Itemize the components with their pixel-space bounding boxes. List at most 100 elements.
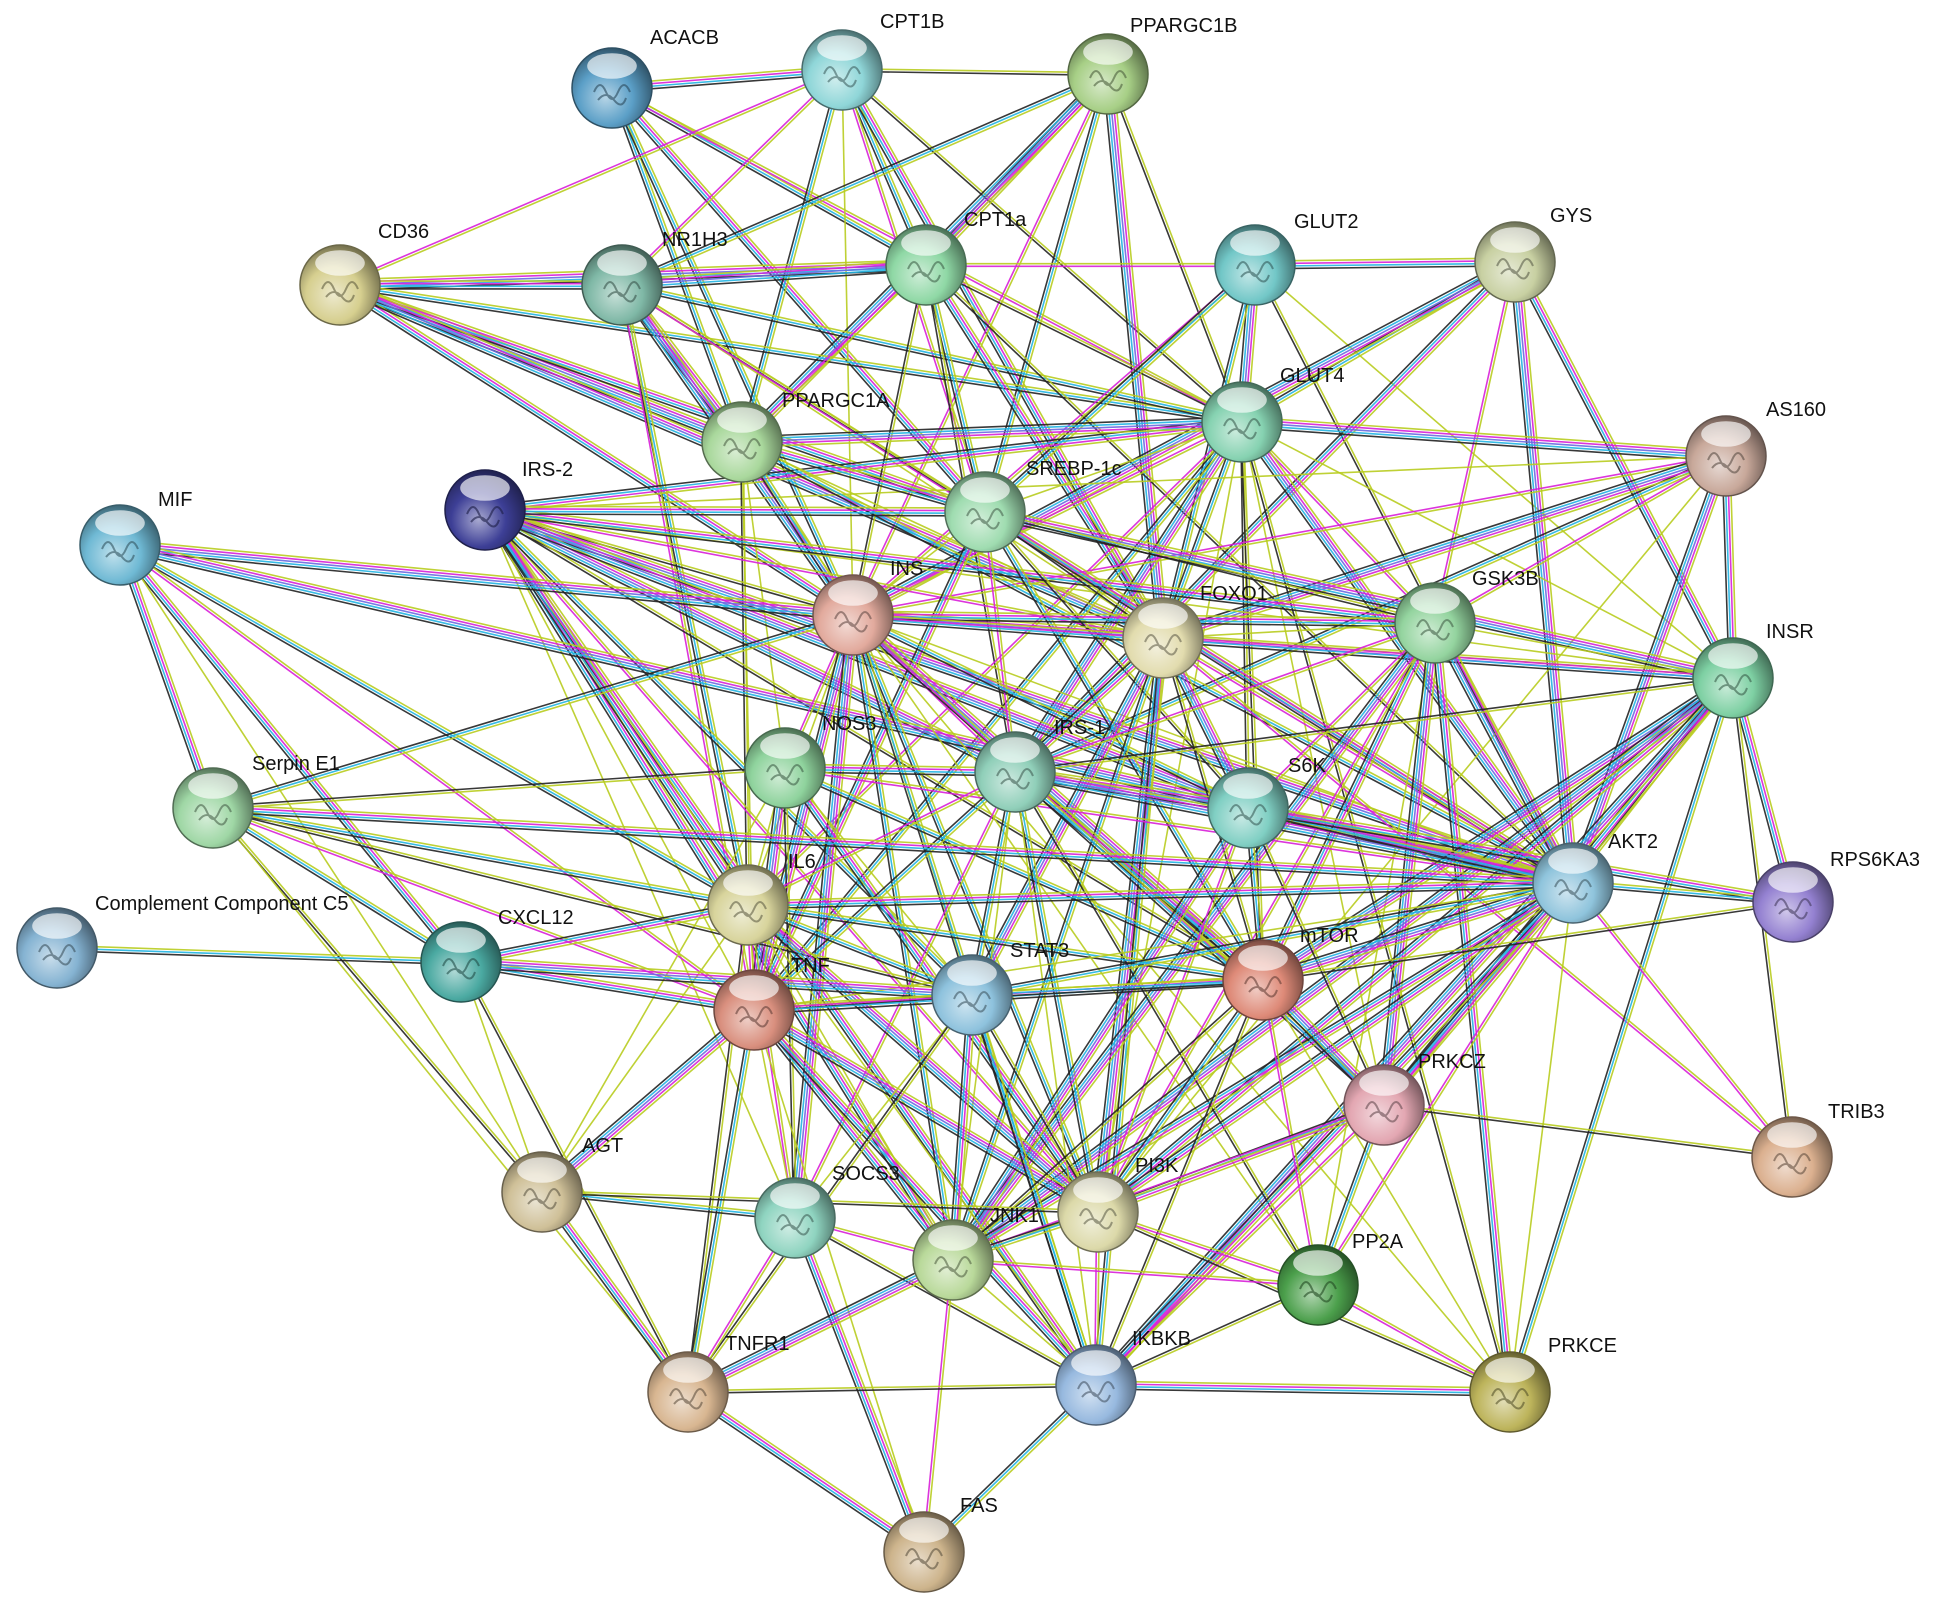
edge-akt2-pp2a bbox=[1316, 881, 1573, 1285]
edge-cd36-ppargc1a bbox=[341, 279, 745, 438]
protein-structure-icon bbox=[823, 66, 861, 88]
node-cxcl12[interactable]: CXCL12 bbox=[420, 907, 574, 1003]
node-label-acacb: ACACB bbox=[650, 27, 719, 49]
node-ikbkb[interactable]: IKBKB bbox=[1055, 1328, 1191, 1426]
edge-cpt1a-ppargc1a bbox=[740, 263, 926, 442]
node-il6[interactable]: IL6 bbox=[707, 851, 816, 946]
node-prkce[interactable]: PRKCE bbox=[1469, 1335, 1617, 1433]
node-akt2[interactable]: AKT2 bbox=[1532, 831, 1658, 924]
node-glut2[interactable]: GLUT2 bbox=[1214, 211, 1358, 306]
edge-agt-tnfr1 bbox=[544, 1189, 692, 1391]
node-gys[interactable]: GYS bbox=[1474, 205, 1592, 303]
protein-structure-icon bbox=[1299, 1281, 1337, 1303]
node-ins[interactable]: INS bbox=[812, 558, 923, 656]
node-pi3k[interactable]: PI3K bbox=[1057, 1155, 1179, 1253]
node-serpin-e1[interactable]: Serpin E1 bbox=[172, 753, 340, 849]
node-highlight bbox=[990, 737, 1040, 763]
node-rps6ka3[interactable]: RPS6KA3 bbox=[1752, 849, 1920, 943]
node-cd36[interactable]: CD36 bbox=[299, 221, 429, 326]
edge-acacb-ins bbox=[613, 86, 857, 615]
node-mtor[interactable]: mTOR bbox=[1222, 925, 1359, 1021]
edge-as160-irs-2 bbox=[484, 455, 1727, 511]
edge-tnf-tnfr1 bbox=[684, 1009, 753, 1392]
node-irs-1[interactable]: IRS-1 bbox=[974, 717, 1105, 813]
edge-irs-2-srebp-1c bbox=[484, 510, 985, 515]
edge-cpt1b-nr1h3 bbox=[620, 68, 842, 285]
edge-tnfr1-ikbkb bbox=[687, 1382, 1096, 1392]
node-nr1h3[interactable]: NR1H3 bbox=[581, 229, 728, 326]
protein-structure-icon bbox=[38, 944, 76, 966]
node-highlight bbox=[32, 913, 82, 939]
protein-structure-icon bbox=[905, 1548, 943, 1570]
node-pp2a[interactable]: PP2A bbox=[1277, 1231, 1404, 1326]
protein-structure-icon bbox=[907, 261, 945, 283]
edge-tnf-ikbkb bbox=[752, 1010, 1096, 1387]
edge-ppargc1a-il6 bbox=[739, 442, 748, 906]
edge-gsk3b-prkce bbox=[1435, 622, 1513, 1392]
edge-mtor-prkce bbox=[1262, 979, 1511, 1393]
node-agt[interactable]: AGT bbox=[501, 1135, 623, 1233]
node-jnk1[interactable]: JNK1 bbox=[912, 1205, 1039, 1301]
node-highlight bbox=[315, 250, 365, 276]
edge-il6-cxcl12 bbox=[460, 902, 748, 962]
edge-insr-mtor bbox=[1259, 672, 1731, 977]
edge-il6-akt2 bbox=[748, 883, 1574, 908]
node-trib3[interactable]: TRIB3 bbox=[1751, 1101, 1885, 1198]
node-irs-2[interactable]: IRS-2 bbox=[444, 459, 573, 551]
node-mif[interactable]: MIF bbox=[79, 489, 192, 586]
protein-structure-icon bbox=[669, 1388, 707, 1410]
edge-ppargc1b-ins bbox=[851, 73, 1108, 615]
node-label-insr: INSR bbox=[1766, 621, 1814, 643]
edge-stat3-mtor bbox=[971, 976, 1263, 994]
edge-akt2-jnk1 bbox=[953, 883, 1575, 1262]
edge-il6-akt2 bbox=[748, 886, 1574, 910]
edge-mtor-rps6ka3 bbox=[1262, 899, 1793, 980]
edge-glut4-as160 bbox=[1241, 426, 1726, 462]
node-s6k[interactable]: S6K bbox=[1207, 755, 1326, 849]
edge-glut2-foxo1 bbox=[1159, 264, 1254, 638]
node-highlight bbox=[1230, 230, 1280, 256]
node-highlight bbox=[760, 733, 810, 759]
node-cpt1a[interactable]: CPT1a bbox=[885, 209, 1027, 306]
node-foxo1[interactable]: FOXO1 bbox=[1122, 583, 1268, 679]
edge-gsk3b-insr bbox=[1434, 622, 1734, 679]
edge-srebp-1c-tnf bbox=[749, 510, 983, 1009]
edge-stat3-socs3 bbox=[794, 994, 973, 1219]
node-label-gsk3b: GSK3B bbox=[1472, 568, 1539, 590]
node-stat3[interactable]: STAT3 bbox=[931, 940, 1069, 1036]
node-tnfr1[interactable]: TNFR1 bbox=[647, 1333, 789, 1433]
node-as160[interactable]: AS160 bbox=[1685, 399, 1826, 497]
node-label-s6k: S6K bbox=[1288, 755, 1326, 777]
node-cpt1b[interactable]: CPT1B bbox=[801, 11, 944, 111]
node-label-cpt1a: CPT1a bbox=[964, 209, 1027, 231]
node-fas[interactable]: FAS bbox=[883, 1495, 998, 1593]
node-prkcz[interactable]: PRKCZ bbox=[1343, 1051, 1486, 1146]
edge-il6-jnk1 bbox=[747, 904, 954, 1261]
node-srebp-1c[interactable]: SREBP-1c bbox=[944, 458, 1122, 553]
edge-tnf-tnfr1 bbox=[687, 1009, 755, 1393]
node-insr[interactable]: INSR bbox=[1692, 621, 1814, 719]
node-glut4[interactable]: GLUT4 bbox=[1201, 365, 1344, 463]
edge-as160-gsk3b bbox=[1433, 454, 1726, 623]
node-ppargc1a[interactable]: PPARGC1A bbox=[701, 390, 890, 483]
edge-mif-ins bbox=[120, 541, 854, 614]
edge-prkcz-pi3k bbox=[1099, 1107, 1386, 1217]
edge-il6-pi3k bbox=[747, 904, 1099, 1213]
node-gsk3b[interactable]: GSK3B bbox=[1394, 568, 1539, 664]
edge-tnf-fas bbox=[753, 1009, 925, 1553]
edge-irs-2-akt2 bbox=[484, 509, 1574, 884]
edge-acacb-ins bbox=[611, 87, 854, 616]
edge-nr1h3-cpt1a bbox=[622, 266, 927, 289]
edge-irs-1-akt2 bbox=[1013, 776, 1573, 889]
node-nos3[interactable]: NOS3 bbox=[744, 713, 876, 809]
node-complement-component-c5[interactable]: Complement Component C5 bbox=[16, 893, 348, 989]
edge-irs-2-foxo1 bbox=[484, 510, 1163, 641]
edge-mif-cxcl12 bbox=[120, 543, 463, 962]
node-socs3[interactable]: SOCS3 bbox=[754, 1163, 900, 1259]
edge-prkcz-trib3 bbox=[1384, 1102, 1793, 1157]
edge-foxo1-ikbkb bbox=[1092, 637, 1162, 1385]
node-tnf[interactable]: TNF bbox=[713, 955, 830, 1051]
node-acacb[interactable]: ACACB bbox=[571, 27, 719, 129]
edge-glut2-srebp-1c bbox=[982, 262, 1254, 511]
node-ppargc1b[interactable]: PPARGC1B bbox=[1067, 15, 1237, 115]
